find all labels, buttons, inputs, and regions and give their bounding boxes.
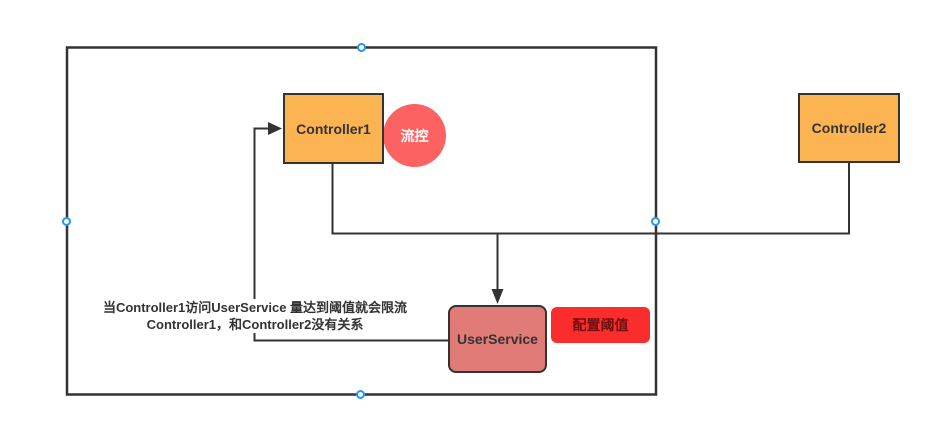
- arrowhead-into-controller1: [268, 122, 282, 135]
- annotation-line2: Controller1，和Controller2没有关系: [146, 317, 364, 332]
- node-userservice-label: UserService: [457, 331, 538, 347]
- node-controller2-label: Controller2: [811, 120, 887, 136]
- edge-controller1-to-userservice[interactable]: [331, 164, 499, 290]
- node-controller1-label: Controller1: [296, 120, 371, 137]
- flow-control-circle[interactable]: 流控: [383, 104, 446, 167]
- selection-handle-right[interactable]: [651, 217, 660, 226]
- threshold-config-label: 配置阈值: [572, 317, 629, 333]
- node-controller2[interactable]: Controller2: [798, 93, 900, 163]
- edge-userservice-to-controller1[interactable]: [253, 127, 449, 342]
- selection-handle-top[interactable]: [357, 43, 366, 52]
- annotation-line1: 当Controller1访问UserService 量达到阈值就会限流: [102, 300, 408, 315]
- node-userservice[interactable]: UserService: [448, 305, 547, 373]
- selection-handle-left[interactable]: [62, 217, 71, 226]
- arrowhead-into-userservice: [491, 289, 504, 304]
- selection-handle-bottom[interactable]: [356, 390, 365, 399]
- flow-control-label: 流控: [400, 127, 429, 144]
- edge-controller2-to-userservice[interactable]: [497, 163, 850, 235]
- threshold-config-badge[interactable]: 配置阈值: [551, 307, 650, 343]
- annotation-text[interactable]: 当Controller1访问UserService 量达到阈值就会限流 Cont…: [88, 299, 422, 333]
- node-controller1[interactable]: Controller1: [283, 93, 384, 164]
